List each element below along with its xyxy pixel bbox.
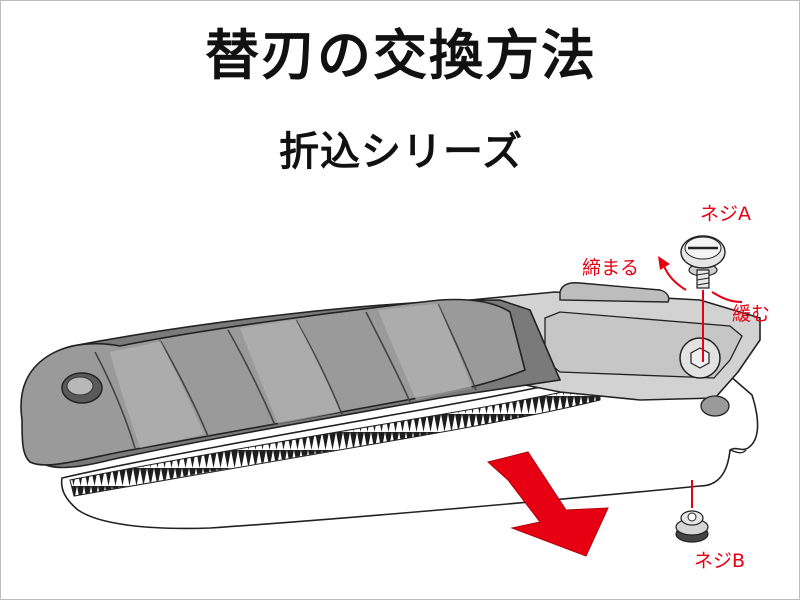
grip-ribs <box>94 303 477 449</box>
screw-b-label: ネジB <box>694 550 745 572</box>
tighten-arrowhead <box>658 256 670 270</box>
nut-under-head <box>700 395 730 417</box>
page-title: 替刃の交換方法 <box>205 24 597 87</box>
loosen-arrow <box>711 291 743 303</box>
screw-a-label: ネジA <box>700 203 751 225</box>
screw-a-icon <box>680 235 726 289</box>
page-subtitle: 折込シリーズ <box>279 129 523 175</box>
tighten-arrow <box>663 265 687 291</box>
loosen-label: 緩む <box>732 303 770 325</box>
screw-b-icon <box>675 510 709 543</box>
lock-button <box>559 282 670 303</box>
direction-arrow <box>486 451 609 557</box>
blade-notch <box>729 449 747 454</box>
pivot-hex-socket <box>690 347 710 369</box>
grip-highlights <box>110 304 472 448</box>
hanging-hole-inner <box>66 376 94 396</box>
tighten-label: 締まる <box>582 257 639 279</box>
